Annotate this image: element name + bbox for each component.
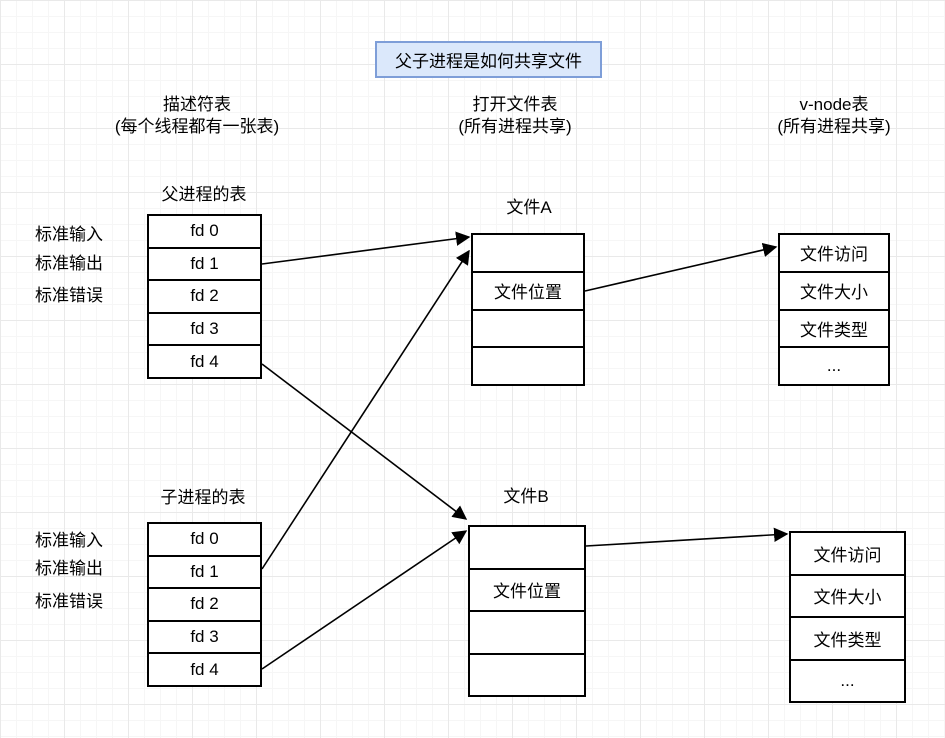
arrow-child-fd1-to-fileA[interactable] (261, 249, 470, 570)
arrow-child-fd4-to-fileB[interactable] (261, 530, 468, 670)
table-row[interactable] (470, 610, 584, 653)
table-row[interactable]: fd 4 (149, 652, 260, 685)
table-row[interactable]: ... (791, 658, 904, 702)
column-header-name: v-node表 (799, 95, 869, 114)
table-row[interactable]: fd 0 (190, 221, 219, 241)
diagram-title: 父子进程是如何共享文件 (395, 52, 582, 71)
table-row[interactable]: 文件位置 (470, 567, 584, 611)
arrow-parent-fd4-to-fileB[interactable] (261, 363, 468, 520)
table-row[interactable]: 文件访问 (813, 545, 882, 565)
table-row[interactable]: fd 4 (149, 344, 260, 377)
arrow-fileA-position-to-vnodeA[interactable] (584, 242, 778, 292)
table-row[interactable]: fd 1 (149, 246, 260, 280)
title-box[interactable]: 父子进程是如何共享文件 (375, 41, 602, 78)
table-row[interactable] (470, 527, 584, 568)
table-row[interactable]: 文件大小 (791, 573, 904, 617)
table-row[interactable]: ... (780, 346, 888, 384)
table-row[interactable]: 文件类型 (780, 308, 888, 347)
column-header-descriptor-table: 描述符表 (每个线程都有一张表) (97, 94, 297, 138)
table-row[interactable]: 文件位置 (473, 270, 583, 309)
parent-table-label: 父进程的表 (161, 185, 247, 204)
table-row[interactable]: 文件访问 (800, 245, 868, 265)
column-header-name: 打开文件表 (472, 95, 558, 114)
stderr-label-child: 标准错误 (35, 592, 103, 611)
table-row[interactable] (473, 346, 583, 384)
table-row[interactable]: 文件类型 (791, 616, 904, 659)
table-row[interactable]: fd 3 (149, 619, 260, 653)
file-a-table[interactable]: 文件位置 (471, 233, 585, 386)
table-row[interactable]: fd 1 (149, 554, 260, 588)
table-row[interactable]: 文件大小 (780, 270, 888, 309)
stdin-label-parent: 标准输入 (35, 225, 103, 244)
table-row[interactable]: fd 2 (149, 279, 260, 312)
column-header-subtitle: (所有进程共享) (777, 117, 891, 136)
file-b-label: 文件B (503, 487, 549, 506)
child-table-label: 子进程的表 (160, 488, 246, 507)
table-row[interactable] (473, 308, 583, 347)
vnode-a-table[interactable]: 文件访问文件大小文件类型... (778, 233, 890, 386)
stdin-label-child: 标准输入 (35, 531, 103, 550)
stdout-label-parent: 标准输出 (35, 254, 103, 273)
table-row[interactable]: fd 3 (149, 311, 260, 345)
table-row[interactable]: fd 2 (149, 587, 260, 620)
arrow-parent-fd1-to-fileA[interactable] (261, 231, 471, 265)
file-b-table[interactable]: 文件位置 (468, 525, 586, 697)
table-row[interactable] (473, 235, 583, 271)
vnode-b-table[interactable]: 文件访问文件大小文件类型... (789, 531, 906, 703)
column-header-subtitle: (每个线程都有一张表) (114, 117, 280, 136)
file-a-label: 文件A (506, 198, 552, 217)
column-header-vnode-table: v-node表 (所有进程共享) (734, 94, 934, 138)
table-row[interactable] (470, 652, 584, 696)
column-header-subtitle: (所有进程共享) (458, 117, 572, 136)
column-header-name: 描述符表 (163, 95, 231, 114)
arrow-fileB-to-vnodeB[interactable] (585, 527, 789, 547)
stdout-label-child: 标准输出 (35, 559, 103, 578)
column-header-open-file-table: 打开文件表 (所有进程共享) (415, 94, 615, 138)
table-row[interactable]: fd 0 (190, 529, 219, 549)
stderr-label-parent: 标准错误 (35, 286, 103, 305)
